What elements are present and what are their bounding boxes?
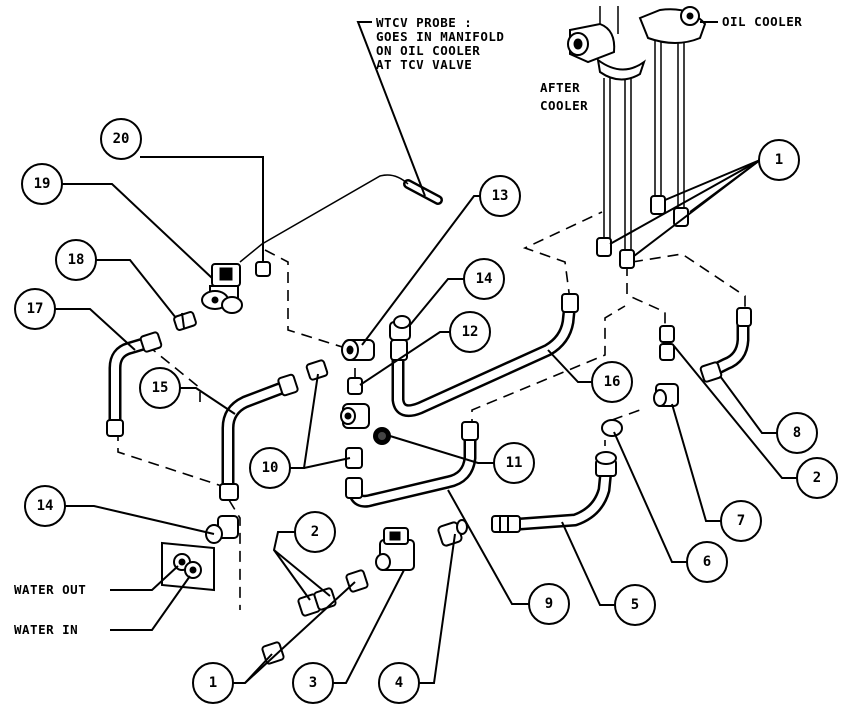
- tcv-valve: [201, 263, 243, 314]
- callout-3-label: 3: [309, 675, 317, 691]
- callout-8-label: 8: [793, 425, 801, 441]
- water-in-label: WATER IN: [14, 622, 78, 637]
- callout-6: 6: [686, 541, 728, 583]
- callout-7-label: 7: [737, 513, 745, 529]
- callout-2-bottom-label: 2: [311, 524, 319, 540]
- callout-12-label: 12: [462, 324, 479, 340]
- water-bulkhead: [161, 541, 215, 592]
- wtcv-line-4: AT TCV VALVE: [376, 57, 472, 72]
- elbow-14-bottom: [205, 515, 239, 544]
- callout-17-label: 17: [27, 301, 44, 317]
- callout-11: 11: [493, 442, 535, 484]
- fitting-6: [595, 419, 623, 477]
- elbow-7: [653, 383, 679, 407]
- callout-9-label: 9: [545, 596, 553, 612]
- callout-3: 3: [292, 662, 334, 704]
- elbow-4: [437, 519, 468, 547]
- callout-14-top-label: 14: [476, 271, 493, 287]
- tee-13: [341, 339, 375, 361]
- callout-1-top: 1: [758, 139, 800, 181]
- callout-2-right: 2: [796, 457, 838, 499]
- callout-6-label: 6: [703, 554, 711, 570]
- callout-1-bottom: 1: [192, 662, 234, 704]
- callout-10-label: 10: [262, 460, 279, 476]
- callout-2-right-label: 2: [813, 470, 821, 486]
- solenoid-valve-3: [375, 527, 415, 571]
- water-out-label: WATER OUT: [14, 582, 86, 597]
- wtcv-probe-note: WTCV PROBE : GOES IN MANIFOLD ON OIL COO…: [356, 15, 504, 197]
- callout-13: 13: [479, 175, 521, 217]
- callout-20-label: 20: [113, 131, 130, 147]
- callout-12: 12: [449, 311, 491, 353]
- callout-15-label: 15: [152, 380, 169, 396]
- wtcv-line-2: GOES IN MANIFOLD: [376, 29, 504, 44]
- callout-14-bottom: 14: [24, 485, 66, 527]
- callout-18-label: 18: [68, 252, 85, 268]
- cooler-pipes: [599, 6, 685, 250]
- callout-5: 5: [614, 584, 656, 626]
- callout-15: 15: [139, 367, 181, 409]
- oil-cooler-head: [638, 6, 707, 44]
- callout-8: 8: [776, 412, 818, 454]
- callout-4-label: 4: [395, 675, 403, 691]
- callout-10: 10: [249, 447, 291, 489]
- after-cooler-head: [567, 22, 646, 81]
- callout-2-bottom: 2: [294, 511, 336, 553]
- fitting-18: [173, 311, 197, 331]
- elbow-14-top: [389, 315, 411, 361]
- after-cooler-label-2: COOLER: [540, 98, 588, 113]
- callout-17: 17: [14, 288, 56, 330]
- hose-end-5: [491, 515, 521, 533]
- callout-4: 4: [378, 662, 420, 704]
- callout-19-label: 19: [34, 176, 51, 192]
- wtcv-line-3: ON OIL COOLER: [376, 43, 480, 58]
- callout-1-top-label: 1: [775, 152, 783, 168]
- callout-1-bottom-label: 1: [209, 675, 217, 691]
- callout-18: 18: [55, 239, 97, 281]
- components: [106, 6, 752, 665]
- callout-5-label: 5: [631, 597, 639, 613]
- callout-16: 16: [591, 361, 633, 403]
- callout-9: 9: [528, 583, 570, 625]
- tubes: [108, 174, 750, 531]
- annotations: WTCV PROBE : GOES IN MANIFOLD ON OIL COO…: [14, 14, 802, 637]
- check-valve: [340, 403, 391, 445]
- dashed-routing: [117, 211, 746, 610]
- oil-cooler-label: OIL COOLER: [722, 14, 802, 29]
- callout-14-bottom-label: 14: [37, 498, 54, 514]
- callout-11-label: 11: [506, 455, 523, 471]
- callout-16-label: 16: [604, 374, 621, 390]
- callouts: 20 19 18 17 13 14 12 15 16 10 11 1 8 2 7…: [14, 118, 838, 704]
- leader-lines: [55, 156, 798, 684]
- callout-14-top: 14: [463, 258, 505, 300]
- callout-13-label: 13: [492, 188, 509, 204]
- wtcv-line-1: WTCV PROBE :: [376, 15, 472, 30]
- callout-7: 7: [720, 500, 762, 542]
- callout-19: 19: [21, 163, 63, 205]
- callout-20: 20: [100, 118, 142, 160]
- after-cooler-label-1: AFTER: [540, 80, 580, 95]
